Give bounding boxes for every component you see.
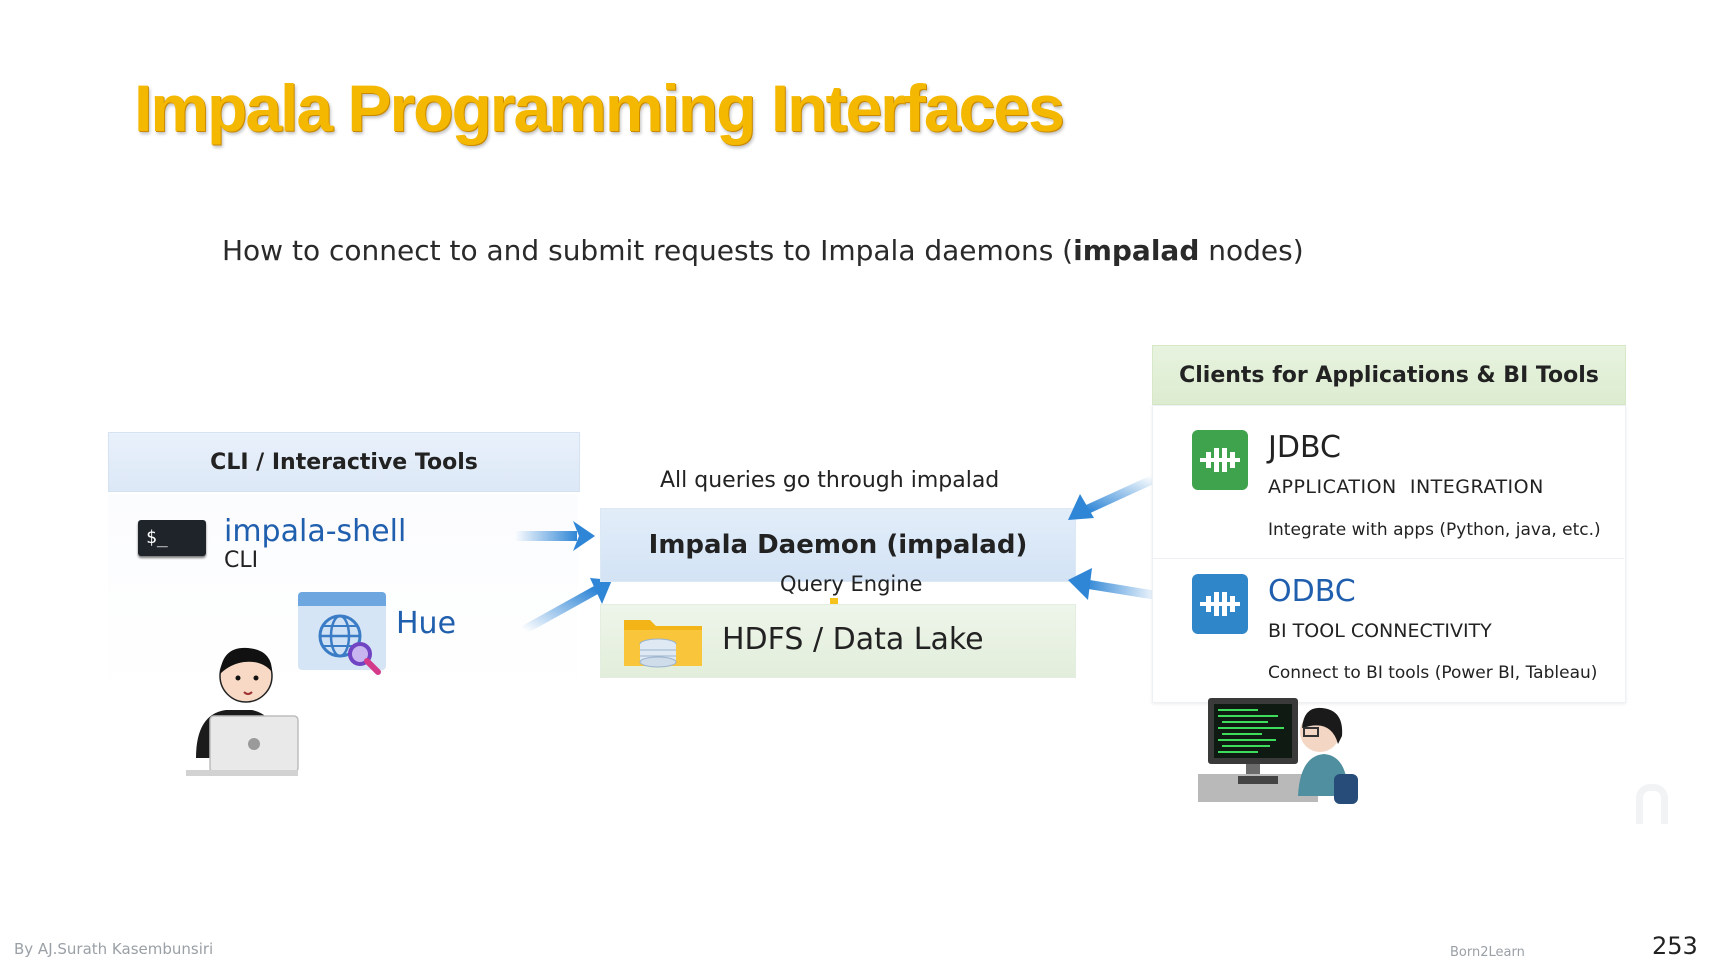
subtitle-text: How to connect to and submit requests to…: [222, 234, 1074, 267]
jdbc-caption: APPLICATION INTEGRATION: [1268, 476, 1544, 498]
clients-header: Clients for Applications & BI Tools: [1152, 345, 1626, 405]
arrow-down-left-icon: [1068, 473, 1158, 520]
clients-divider: [1152, 558, 1624, 559]
jdbc-label: JDBC: [1268, 430, 1341, 465]
odbc-description: Connect to BI tools (Power BI, Tableau): [1268, 663, 1598, 683]
arrow-up-right-icon: [521, 578, 612, 634]
odbc-caption: BI TOOL CONNECTIVITY: [1268, 620, 1492, 642]
developer-computer-illustration: [1198, 698, 1358, 804]
odbc-label: ODBC: [1268, 574, 1356, 609]
hue-label: Hue: [396, 606, 457, 641]
subtitle-bold: impalad: [1073, 234, 1200, 267]
folder-database-icon: [624, 620, 702, 668]
watermark-logo: [1636, 784, 1668, 824]
globe-search-icon: [298, 592, 386, 675]
impala-shell-label: impala-shell: [224, 514, 407, 549]
page-subtitle: How to connect to and submit requests to…: [222, 234, 1304, 267]
page-number: 253: [1652, 932, 1698, 960]
jdbc-description: Integrate with apps (Python, java, etc.): [1268, 520, 1601, 540]
terminal-icon: $_: [138, 520, 206, 556]
impala-daemon-box: Impala Daemon (impalad): [600, 508, 1076, 582]
queries-note: All queries go through impalad: [660, 468, 1000, 493]
arrow-left-icon: [1068, 568, 1161, 601]
subtitle-text-end: nodes): [1199, 234, 1304, 267]
footer-brand: Born2Learn: [1450, 945, 1525, 960]
odbc-logo-icon: [1192, 574, 1248, 634]
impala-shell-sublabel: CLI: [224, 548, 259, 573]
person-laptop-illustration: [186, 647, 299, 776]
page-title: Impala Programming Interfaces: [134, 71, 1065, 145]
arrow-right-icon: [515, 521, 595, 551]
hdfs-label: HDFS / Data Lake: [722, 622, 984, 657]
cli-tools-header: CLI / Interactive Tools: [108, 432, 580, 492]
footer-author: By AJ.Surath Kasembunsiri: [14, 940, 214, 958]
jdbc-logo-icon: [1192, 430, 1248, 490]
query-engine-label: Query Engine: [780, 572, 923, 596]
